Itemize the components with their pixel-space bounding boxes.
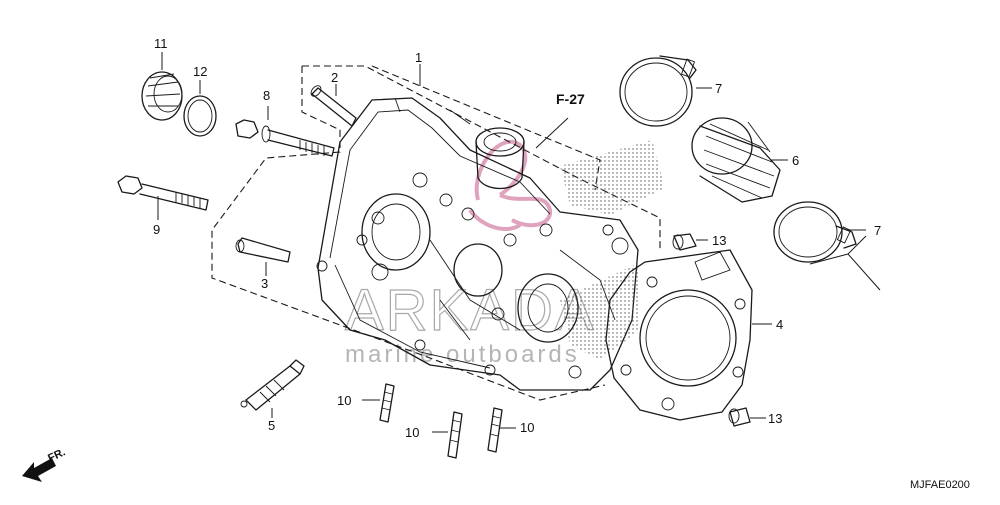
stud-10-b <box>447 411 463 459</box>
dowel-13-upper <box>672 233 697 251</box>
dowel-pin-2 <box>310 85 357 127</box>
callout-13-lower: 13 <box>768 411 782 426</box>
callout-10-c: 10 <box>520 420 534 435</box>
callout-9: 9 <box>153 222 160 237</box>
stud-10-a <box>379 383 395 423</box>
reference-label[interactable]: F-27 <box>556 91 585 107</box>
front-label: FR. <box>46 446 67 464</box>
callout-labels: 1 2 3 4 5 6 7 7 8 9 10 10 10 11 12 13 13 <box>153 36 881 440</box>
callout-1: 1 <box>415 50 422 65</box>
callout-4: 4 <box>776 317 783 332</box>
o-ring <box>183 95 217 137</box>
hose-clamp-upper <box>619 55 697 127</box>
callout-6: 6 <box>792 153 799 168</box>
callout-7-lower: 7 <box>874 223 881 238</box>
callout-8: 8 <box>263 88 270 103</box>
cylinder-head <box>316 97 639 391</box>
callout-5: 5 <box>268 418 275 433</box>
callout-11: 11 <box>154 36 168 51</box>
callout-3: 3 <box>261 276 268 291</box>
cap <box>141 71 183 121</box>
hose-clamp-lower <box>773 201 857 263</box>
head-gasket <box>605 249 753 421</box>
watermark: ARKADA marine outboards <box>344 139 596 368</box>
callout-12: 12 <box>193 64 207 79</box>
callout-2: 2 <box>331 70 338 85</box>
shading-upper <box>560 140 665 215</box>
watermark-logo <box>468 139 553 231</box>
watermark-sub: marine outboards <box>345 341 580 368</box>
watermark-main: ARKADA <box>345 278 596 343</box>
callout-7-upper: 7 <box>715 81 722 96</box>
callout-10-a: 10 <box>337 393 351 408</box>
spark-plug <box>240 359 305 411</box>
front-arrow-icon <box>22 458 56 482</box>
shading-lower <box>560 262 640 360</box>
front-direction-marker: FR. <box>22 446 67 482</box>
insulator-boot <box>691 117 781 203</box>
bolt-9 <box>117 175 209 211</box>
callout-10-b: 10 <box>405 425 419 440</box>
stud-10-c <box>487 407 503 453</box>
callout-13-upper: 13 <box>712 233 726 248</box>
dowel-pin-3 <box>235 237 291 263</box>
dowel-13-lower <box>728 407 751 427</box>
drawing-code: MJFAE0200 <box>910 479 970 491</box>
bolt-8 <box>235 119 335 157</box>
leader-lines <box>157 52 881 433</box>
